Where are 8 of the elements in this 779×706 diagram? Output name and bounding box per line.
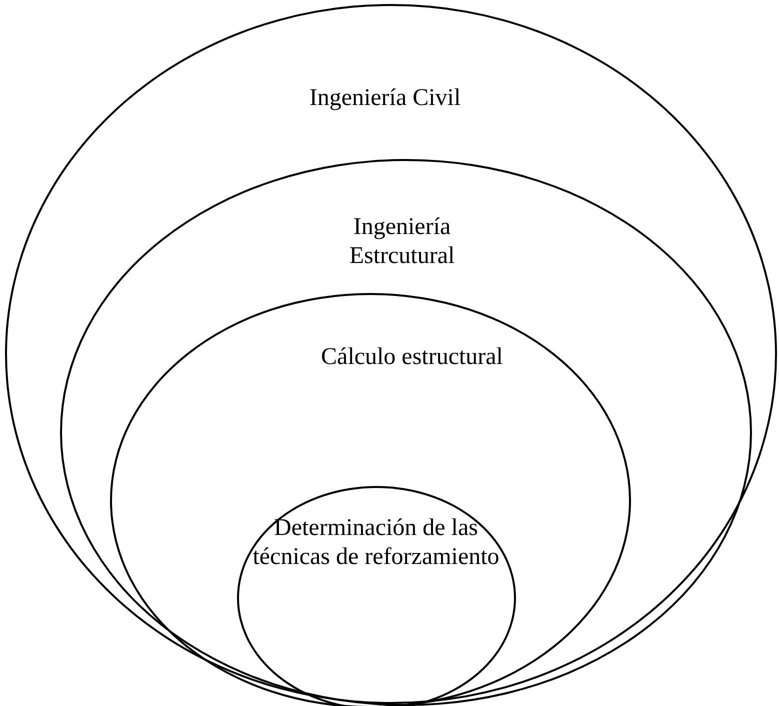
ellipse-label: Ingeniería Estrcutural (348, 213, 456, 271)
ellipse-label: Ingeniería Civil (308, 84, 462, 113)
ellipse (237, 486, 516, 706)
ellipse (5, 4, 777, 704)
ellipse (110, 293, 631, 706)
ellipse-label: Determinación de las técnicas de reforzamiento (252, 514, 500, 572)
ellipse-label: Cálculo estructural (320, 343, 504, 372)
ellipse (60, 159, 752, 706)
